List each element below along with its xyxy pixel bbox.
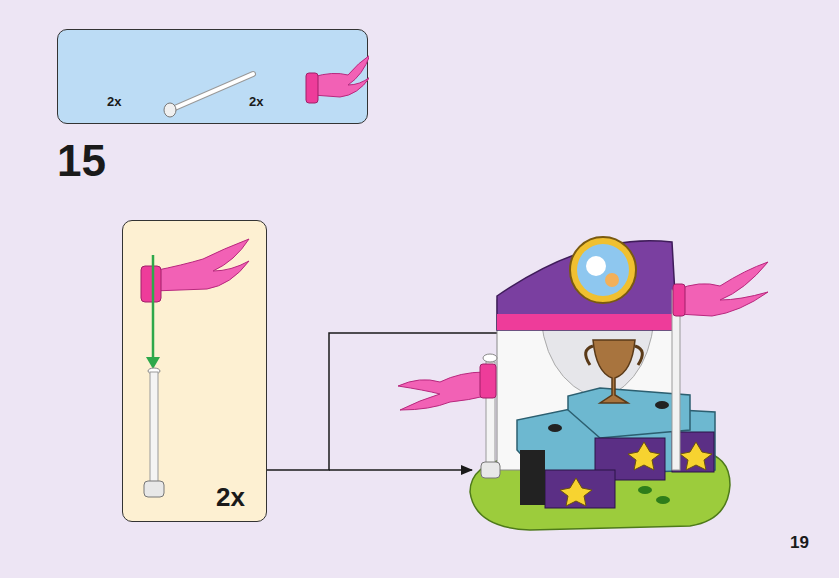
parts-box: 2x 2x	[57, 29, 368, 124]
substep-box: 2x	[122, 220, 267, 522]
quantity-label: 2x	[107, 95, 121, 110]
quantity-label: 2x	[216, 483, 245, 513]
part-illustration	[123, 221, 268, 523]
quantity-label: 2x	[249, 95, 263, 110]
part-illustration	[58, 30, 369, 125]
page-number: 19	[790, 533, 809, 553]
step-number: 15	[57, 136, 106, 187]
